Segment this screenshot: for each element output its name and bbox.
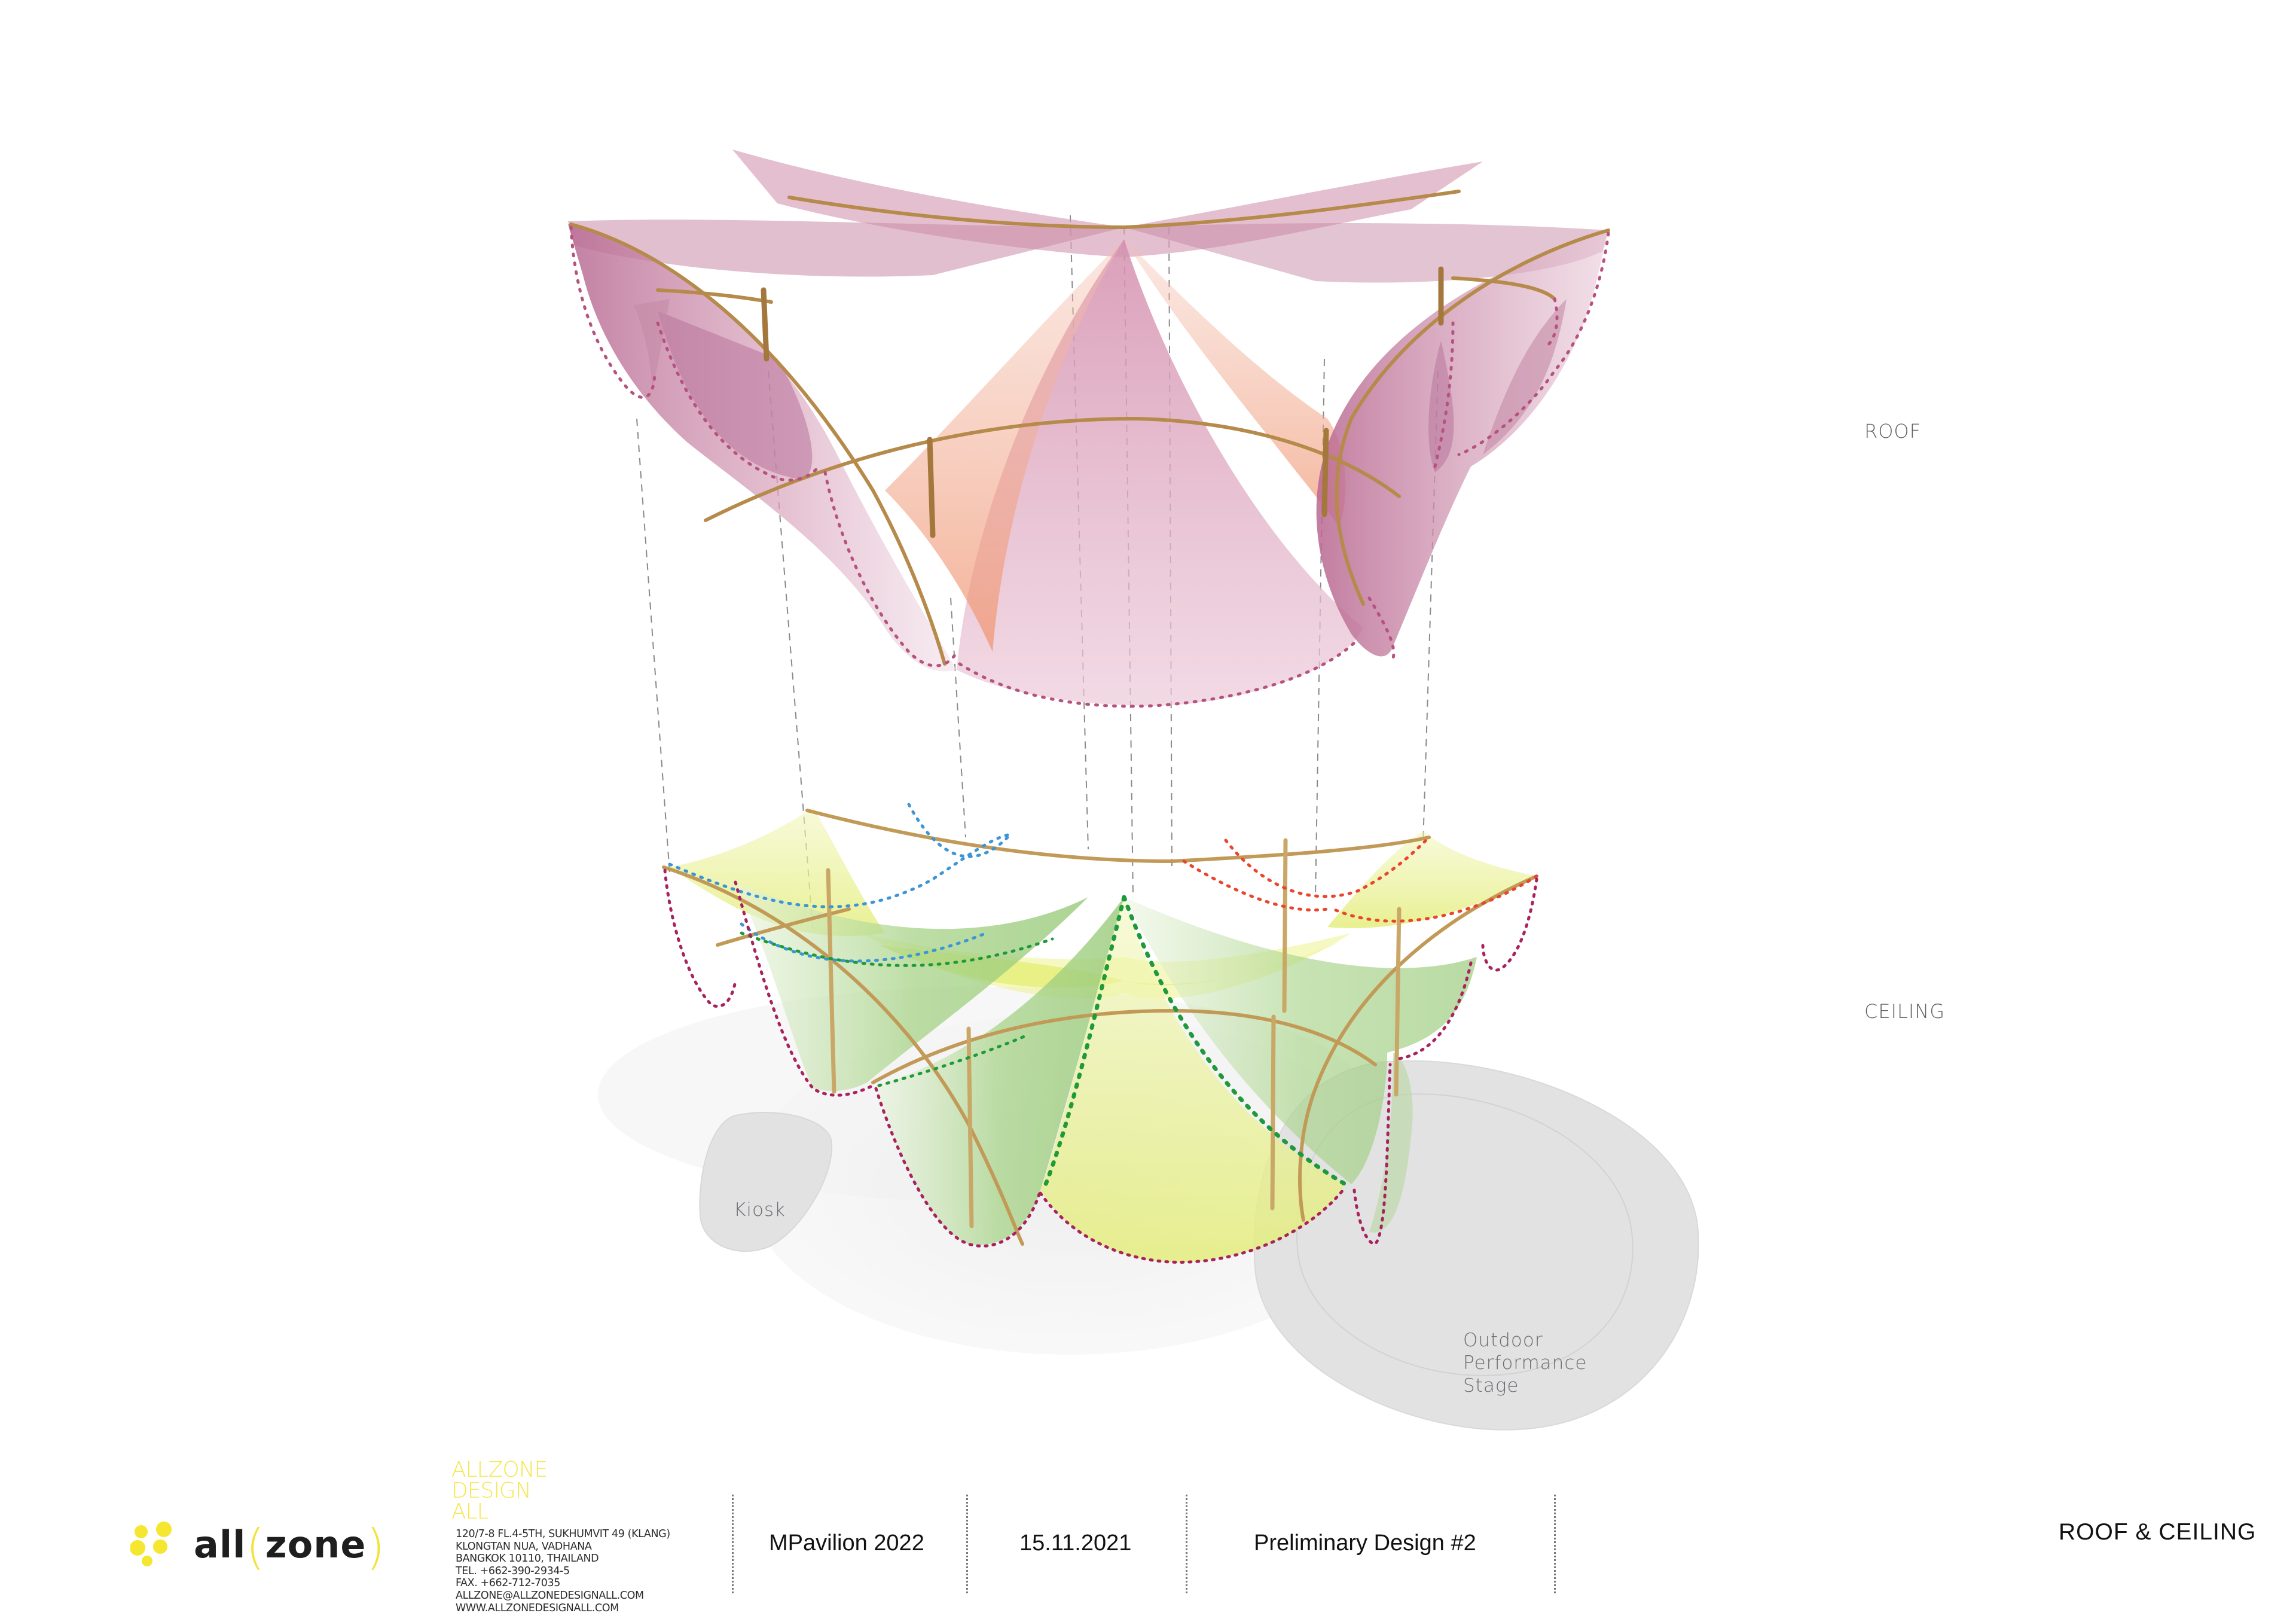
address-line: 120/7-8 FL.4-5TH, SUKHUMVIT 49 (KLANG): [456, 1528, 670, 1540]
firm-address: 120/7-8 FL.4-5TH, SUKHUMVIT 49 (KLANG) K…: [456, 1528, 670, 1614]
kiosk-label: Kiosk: [734, 1199, 786, 1221]
address-line: TEL. +662-390-2934-5: [456, 1565, 570, 1577]
firm-name-line: ALL: [451, 1499, 489, 1524]
logo-word-zone: zone: [265, 1522, 367, 1566]
stage-label-line: Performance: [1463, 1352, 1587, 1374]
stage-label-line: Outdoor: [1463, 1330, 1543, 1351]
stage-label-line: Stage: [1463, 1375, 1519, 1397]
logo-paren-open: (: [246, 1519, 265, 1575]
logo-word-all: all: [194, 1522, 246, 1566]
project-name: MPavilion 2022: [769, 1530, 924, 1556]
stage-label: Outdoor Performance Stage: [1463, 1329, 1587, 1397]
roof-canopy: [568, 150, 1610, 708]
firm-name: ALLZONE DESIGN ALL: [451, 1458, 548, 1524]
address-line: FAX. +662-712-7035: [456, 1577, 560, 1590]
firm-name-line: DESIGN: [451, 1478, 532, 1503]
layer-label-roof: ROOF: [1864, 420, 1922, 443]
address-line: WWW.ALLZONEDESIGNALL.COM: [456, 1602, 619, 1614]
logo-paren-close: ): [366, 1519, 386, 1575]
address-line: ALLZONE@ALLZONEDESIGNALL.COM: [456, 1589, 644, 1602]
sheet-title: ROOF & CEILING: [2059, 1519, 2257, 1545]
firm-name-line: ALLZONE: [451, 1458, 548, 1482]
title-block-divider: [1186, 1495, 1187, 1593]
address-line: KLONGTAN NUA, VADHANA: [456, 1540, 592, 1553]
title-block: all ( zone ) ALLZONE DESIGN ALL 120/7-8 …: [0, 1459, 2296, 1622]
kiosk-footprint: [699, 1111, 833, 1252]
address-line: BANGKOK 10110, THAILAND: [456, 1553, 599, 1565]
company-logo: all ( zone ): [130, 1519, 386, 1575]
title-block-divider: [1554, 1495, 1556, 1593]
design-stage: Preliminary Design #2: [1254, 1530, 1476, 1556]
layer-label-ceiling: CEILING: [1864, 1000, 1945, 1023]
title-block-divider: [732, 1495, 734, 1593]
issue-date: 15.11.2021: [1019, 1530, 1132, 1556]
ceiling-canopy: [662, 803, 1538, 1264]
logo-dots-icon: [130, 1522, 172, 1566]
exploded-axonometric-drawing: [568, 150, 1699, 1431]
title-block-divider: [966, 1495, 968, 1593]
